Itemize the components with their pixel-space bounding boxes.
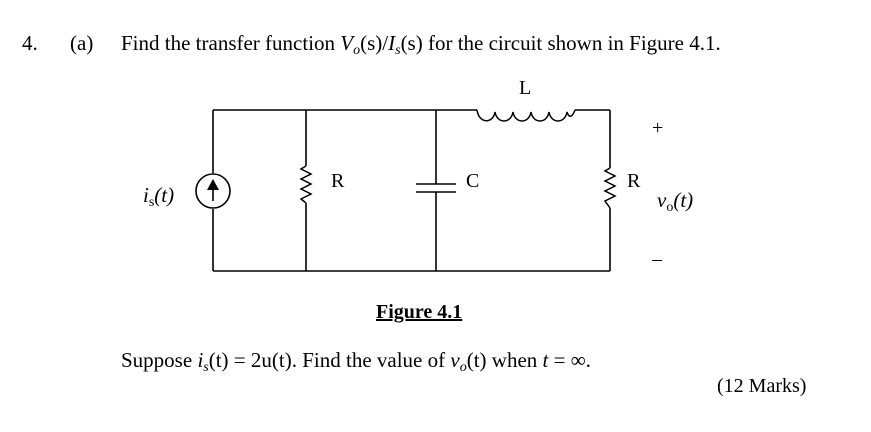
label-source-current: is(t) (143, 183, 174, 210)
output-sub: o (666, 200, 673, 215)
resistor-left-symbol (299, 165, 313, 204)
followup-prefix: Suppose (121, 348, 198, 372)
followup-expr2: (t) when (466, 348, 543, 372)
question-text-after: (s) for the circuit shown in Figure 4.1. (400, 31, 721, 55)
source-i: i (143, 183, 149, 207)
figure-caption: Figure 4.1 (376, 301, 463, 323)
followup-i-sub: s (203, 360, 209, 375)
followup-expr1: (t) = 2u(t). (208, 348, 297, 372)
followup-i: i (197, 348, 204, 372)
label-plus: + (652, 117, 663, 139)
label-minus: – (651, 248, 663, 270)
followup-middle: Find the value of (296, 348, 451, 372)
followup-v: v (450, 348, 460, 372)
question-part: (a) (70, 31, 94, 55)
followup-text: Suppose is(t) = 2u(t). Find the value of… (121, 350, 591, 375)
capacitor-symbol (416, 183, 456, 193)
source-sub: s (149, 195, 154, 210)
resistor-right-symbol (603, 167, 617, 209)
label-resistor-left: R (331, 170, 345, 192)
inductor-symbol (476, 109, 576, 122)
is-sub: s (395, 43, 401, 58)
source-arg: (t) (154, 183, 174, 207)
output-arg: (t) (673, 188, 693, 212)
question-text: Find the transfer function Vo(s)/Is(s) f… (121, 33, 721, 58)
current-source-circle (195, 173, 231, 209)
followup-t: t (542, 348, 549, 372)
marks-label: (12 Marks) (717, 375, 807, 397)
is-symbol: I (388, 31, 396, 55)
label-resistor-right: R (627, 170, 641, 192)
question-number: 4. (22, 31, 38, 55)
followup-expr3: = ∞. (548, 348, 591, 372)
label-inductor: L (519, 77, 531, 99)
label-output-voltage: vo(t) (657, 188, 693, 215)
output-v: v (657, 188, 667, 212)
label-capacitor: C (466, 170, 479, 192)
current-source-arrow-head (207, 179, 219, 190)
vo-symbol: V (340, 31, 354, 55)
question-text-before: Find the transfer function (121, 31, 341, 55)
s-arg: (s)/ (360, 31, 389, 55)
followup-v-sub: o (459, 360, 467, 375)
vo-sub: o (353, 43, 361, 58)
